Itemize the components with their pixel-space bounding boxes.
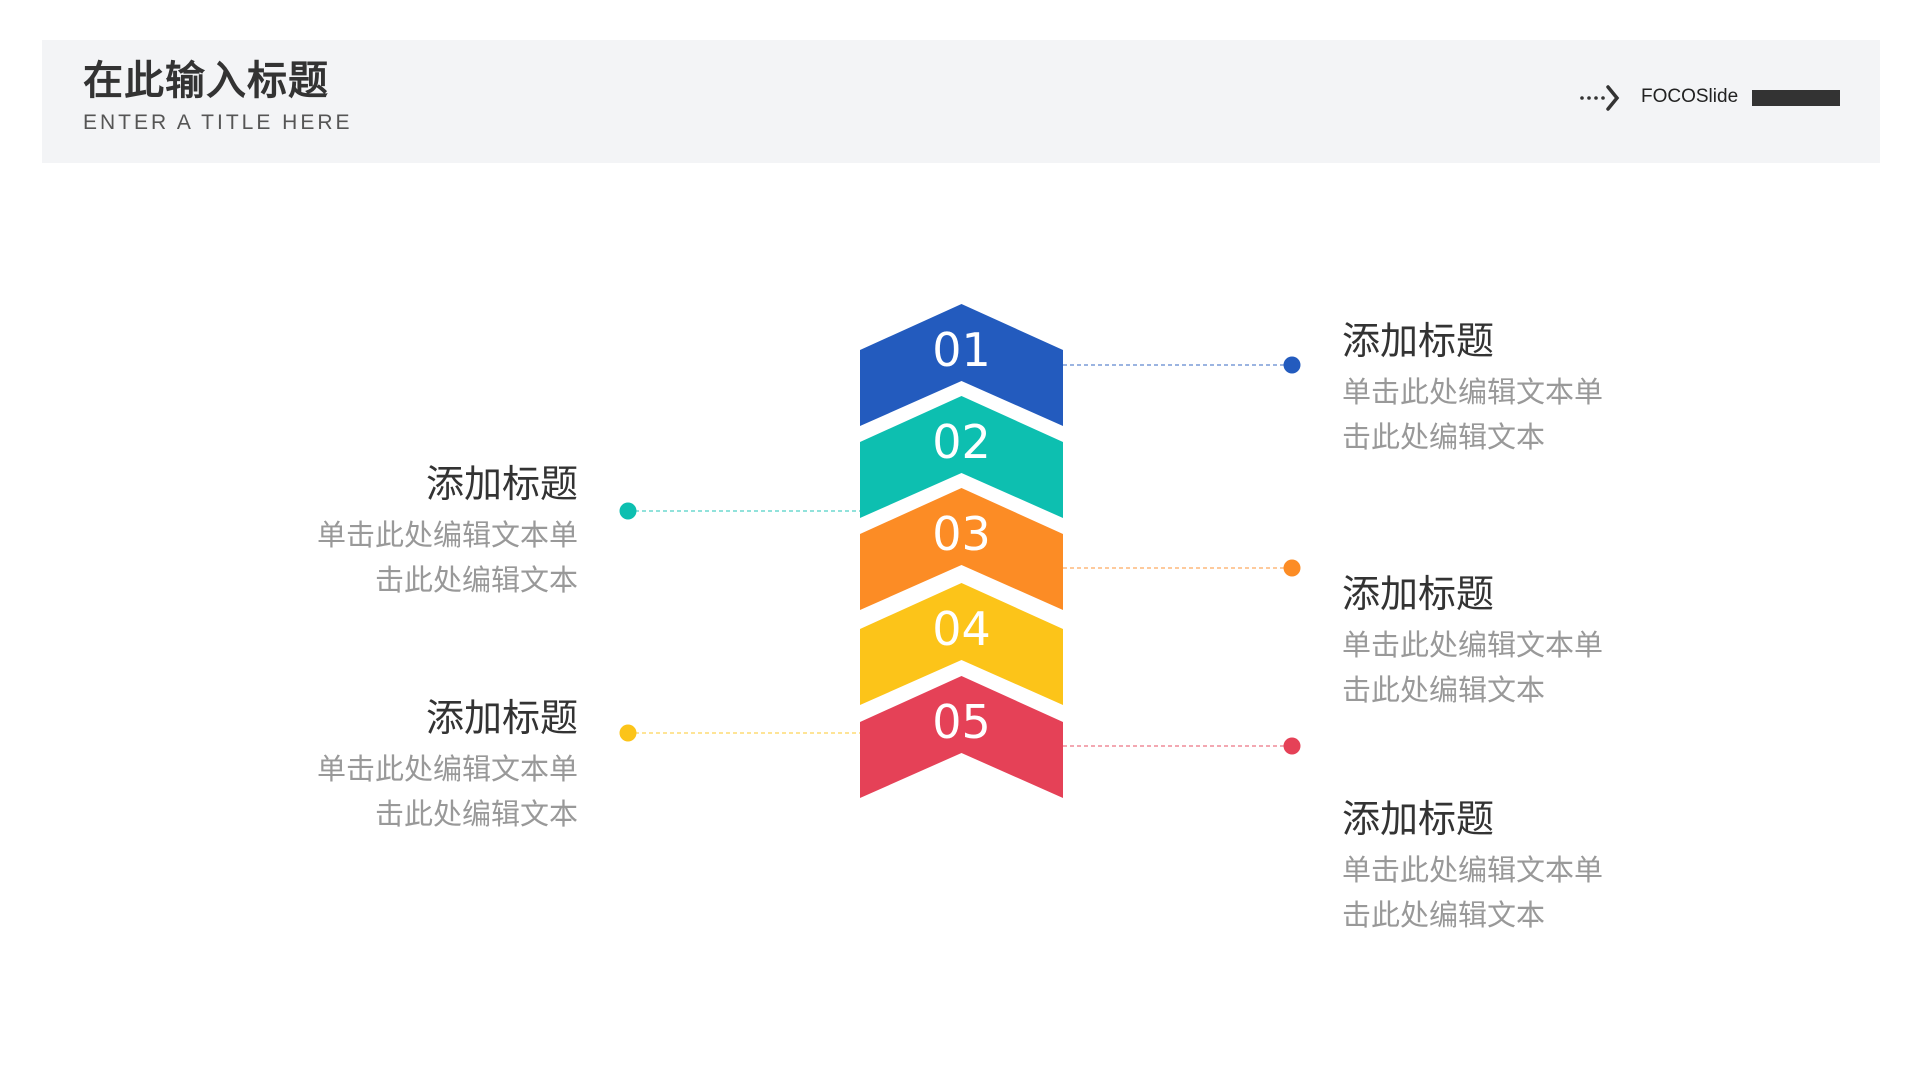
page-title: 在此输入标题: [83, 59, 329, 103]
description-line: 击此处编辑文本: [374, 565, 578, 597]
dotted-arrow-right-icon: [1580, 85, 1620, 111]
step-text-block: 添加标题 单击此处编辑文本单击此处编辑文本: [1342, 319, 1742, 461]
connector-dot: [619, 724, 637, 742]
step-title[interactable]: 添加标题: [1342, 799, 1495, 841]
description-line: 单击此处编辑文本单: [1342, 377, 1604, 409]
step-number: 05: [932, 695, 991, 749]
brand-name: FOCOSlide: [1641, 86, 1739, 107]
description-line: 击此处编辑文本: [1342, 900, 1546, 932]
step-title[interactable]: 添加标题: [425, 464, 578, 506]
step-number: 01: [932, 323, 991, 377]
chevron-step-03: [860, 488, 1063, 610]
description-line: 击此处编辑文本: [1342, 422, 1546, 454]
description-line: 单击此处编辑文本单: [1342, 855, 1604, 887]
connector-dot: [619, 502, 637, 520]
step-text-block: 添加标题 单击此处编辑文本单击此处编辑文本: [178, 462, 578, 604]
chevron-step-02: [860, 396, 1063, 518]
step-description[interactable]: 单击此处编辑文本单击此处编辑文本: [1342, 371, 1742, 461]
step-text-block: 添加标题 单击此处编辑文本单击此处编辑文本: [1342, 572, 1742, 714]
step-text-block: 添加标题 单击此处编辑文本单击此处编辑文本: [178, 696, 578, 838]
connector-dot: [1283, 356, 1301, 374]
step-text-block: 添加标题 单击此处编辑文本单击此处编辑文本: [1342, 797, 1742, 939]
step-title[interactable]: 添加标题: [1342, 321, 1495, 363]
brand-bar: [1752, 90, 1840, 106]
step-number: 04: [932, 602, 991, 656]
page-subtitle: ENTER A TITLE HERE: [83, 111, 353, 134]
step-title[interactable]: 添加标题: [425, 698, 578, 740]
step-description[interactable]: 单击此处编辑文本单击此处编辑文本: [1342, 624, 1742, 714]
chevron-step-01: [860, 304, 1063, 426]
description-line: 单击此处编辑文本单: [1342, 630, 1604, 662]
chevron-step-04: [860, 583, 1063, 705]
description-line: 击此处编辑文本: [1342, 675, 1546, 707]
step-description[interactable]: 单击此处编辑文本单击此处编辑文本: [178, 748, 578, 838]
step-description[interactable]: 单击此处编辑文本单击此处编辑文本: [1342, 849, 1742, 939]
connector-dot: [1283, 737, 1301, 755]
step-number: 03: [932, 507, 991, 561]
connector-dot: [1283, 559, 1301, 577]
step-description[interactable]: 单击此处编辑文本单击此处编辑文本: [178, 514, 578, 604]
step-number: 02: [932, 415, 991, 469]
description-line: 单击此处编辑文本单: [316, 754, 578, 786]
header-bar: 在此输入标题 ENTER A TITLE HERE FOCOSlide: [42, 40, 1880, 163]
step-title[interactable]: 添加标题: [1342, 574, 1495, 616]
description-line: 击此处编辑文本: [374, 799, 578, 831]
chevron-step-05: [860, 676, 1063, 798]
description-line: 单击此处编辑文本单: [316, 520, 578, 552]
